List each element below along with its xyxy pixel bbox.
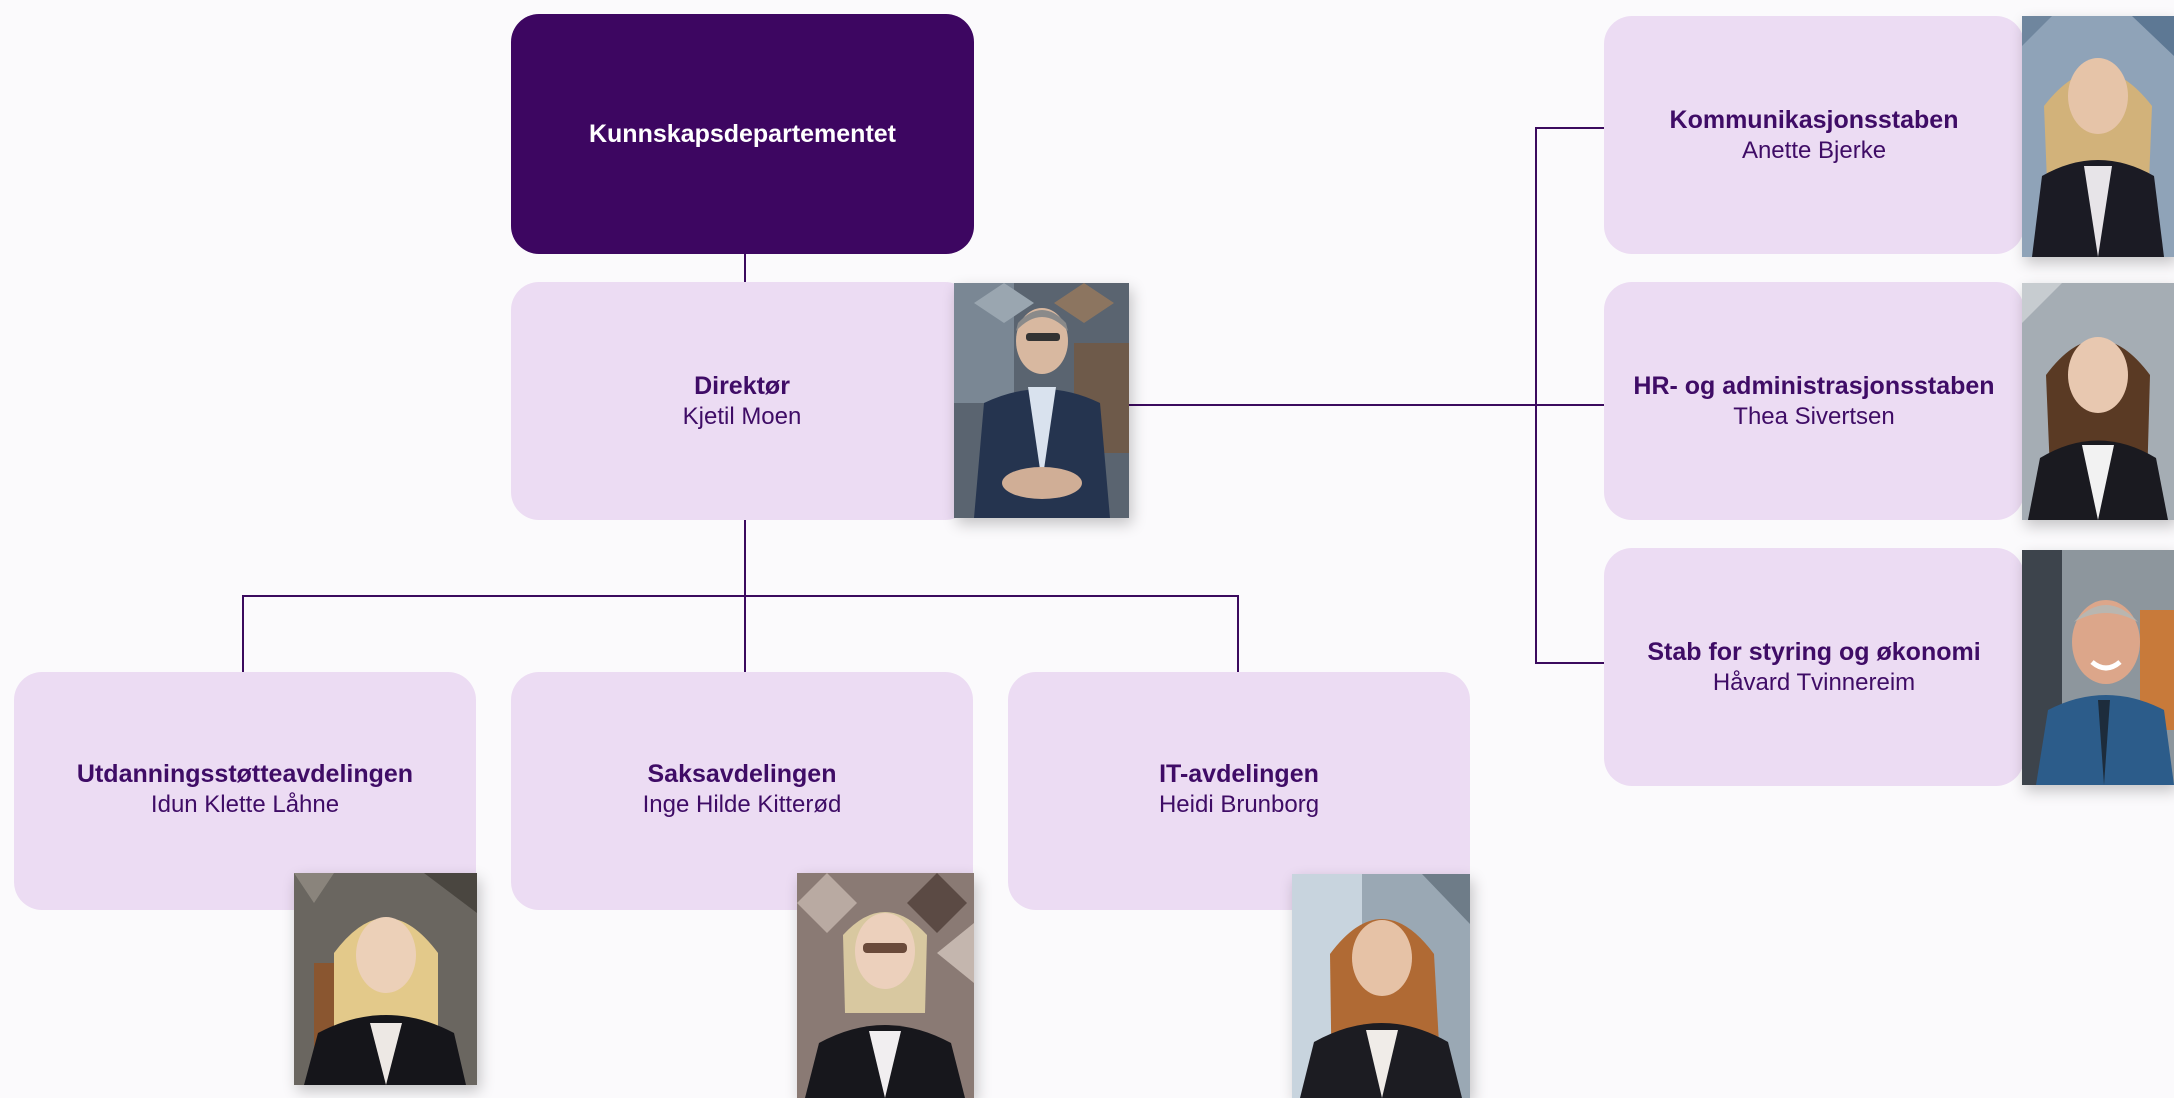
staff-name: Thea Sivertsen xyxy=(1733,403,1895,430)
staff-title: Kommunikasjonsstaben xyxy=(1669,106,1959,134)
org-root-title: Kunnskapsdepartementet xyxy=(588,120,897,148)
department-name: Heidi Brunborg xyxy=(1158,791,1320,818)
department-photo-education-support xyxy=(294,873,477,1085)
connector-departments-horizontal xyxy=(242,595,1239,597)
director-title: Direktør xyxy=(694,372,790,400)
department-box-it: IT-avdelingen Heidi Brunborg xyxy=(1008,672,1470,910)
department-name: Idun Klette Låhne xyxy=(150,791,340,818)
department-name: Inge Hilde Kitterød xyxy=(642,791,842,818)
connector-department-3 xyxy=(1237,595,1239,672)
connector-staff-3 xyxy=(1535,662,1605,664)
staff-box-communications: Kommunikasjonsstaben Anette Bjerke xyxy=(1604,16,2024,254)
department-photo-cases xyxy=(797,873,974,1098)
department-title: IT-avdelingen xyxy=(1159,760,1319,788)
staff-title: Stab for styring og økonomi xyxy=(1647,638,1981,666)
department-photo-it xyxy=(1292,874,1470,1098)
staff-box-hr-admin: HR- og administrasjonsstaben Thea Sivert… xyxy=(1604,282,2024,520)
department-box-cases: Saksavdelingen Inge Hilde Kitterød xyxy=(511,672,973,910)
staff-box-governance-finance: Stab for styring og økonomi Håvard Tvinn… xyxy=(1604,548,2024,786)
department-title: Saksavdelingen xyxy=(647,760,837,788)
staff-photo-hr-admin xyxy=(2022,283,2174,520)
director-photo xyxy=(954,283,1129,518)
org-root-box: Kunnskapsdepartementet xyxy=(511,14,974,254)
director-name: Kjetil Moen xyxy=(682,403,802,430)
connector-department-1 xyxy=(242,595,244,672)
staff-photo-governance-finance xyxy=(2022,550,2174,785)
director-box: Direktør Kjetil Moen xyxy=(511,282,973,520)
connector-staff-1 xyxy=(1535,127,1605,129)
connector-director-staff xyxy=(1128,404,1604,406)
staff-photo-communications xyxy=(2022,16,2174,257)
connector-staff-vertical xyxy=(1535,127,1537,664)
staff-title: HR- og administrasjonsstaben xyxy=(1633,372,1995,400)
department-title: Utdanningsstøtteavdelingen xyxy=(76,760,414,788)
staff-name: Håvard Tvinnereim xyxy=(1712,669,1916,696)
connector-root-director xyxy=(744,252,746,282)
department-box-education-support: Utdanningsstøtteavdelingen Idun Klette L… xyxy=(14,672,476,910)
staff-name: Anette Bjerke xyxy=(1741,137,1887,164)
